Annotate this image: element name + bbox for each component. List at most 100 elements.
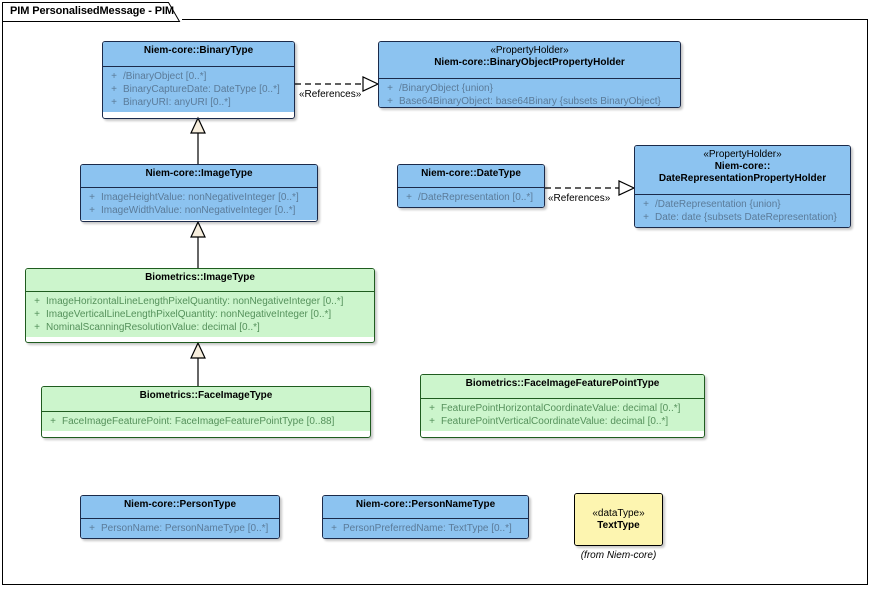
attribute-visibility: + <box>429 416 435 427</box>
class-name-niem-core-binarytype: Niem-core::BinaryType <box>103 42 294 66</box>
attribute-text: /BinaryObject {union} <box>399 83 493 94</box>
attribute-row: + PersonName: PersonNameType [0..*] <box>83 522 277 535</box>
attributes-faceimagefeaturepointtype: + FeaturePointHorizontalCoordinateValue:… <box>421 398 704 431</box>
attributes-daterepresentationpropertyholder: + /DateRepresentation {union} + Date: da… <box>635 194 850 227</box>
class-stereotype: «PropertyHolder» <box>703 149 782 160</box>
class-name-niem-core-datetype: Niem-core::DateType <box>398 165 544 187</box>
attribute-visibility: + <box>643 212 649 223</box>
attribute-row: + /DateRepresentation {union} <box>637 198 848 211</box>
attribute-row: + FeaturePointHorizontalCoordinateValue:… <box>423 402 702 415</box>
attribute-row: + ImageHorizontalLineLengthPixelQuantity… <box>28 295 372 308</box>
attribute-text: ImageHeightValue: nonNegativeInteger [0.… <box>101 192 299 203</box>
class-niem-core-binaryobjectpropertyholder[interactable]: «PropertyHolder» Niem-core::BinaryObject… <box>378 41 681 108</box>
attribute-text: ImageHorizontalLineLengthPixelQuantity: … <box>46 296 344 307</box>
attribute-text: BinaryCaptureDate: DateType [0..*] <box>123 84 280 95</box>
attribute-text: FaceImageFeaturePoint: FaceImageFeatureP… <box>62 416 335 427</box>
class-name-biometrics-imagetype: Biometrics::ImageType <box>26 269 374 291</box>
attribute-text: ImageWidthValue: nonNegativeInteger [0..… <box>101 205 296 216</box>
attribute-text: PersonName: PersonNameType [0..*] <box>101 523 269 534</box>
attribute-visibility: + <box>34 296 40 307</box>
attribute-text: /DateRepresentation {union} <box>655 199 781 210</box>
attribute-visibility: + <box>111 97 117 108</box>
attribute-text: Date: date {subsets DateRepresentation} <box>655 212 837 223</box>
class-niem-core-imagetype[interactable]: Niem-core::ImageType + ImageHeightValue:… <box>80 164 318 222</box>
attribute-row: + BinaryURI: anyURI [0..*] <box>105 96 292 109</box>
attribute-text: FeaturePointVerticalCoordinateValue: dec… <box>441 416 669 427</box>
class-niem-core-datetype[interactable]: Niem-core::DateType + /DateRepresentatio… <box>397 164 545 208</box>
attributes-niem-core-binarytype: + /BinaryObject [0..*] + BinaryCaptureDa… <box>103 66 294 112</box>
class-name-line1: Niem-core:: <box>714 161 771 172</box>
attributes-niem-core-imagetype: + ImageHeightValue: nonNegativeInteger [… <box>81 187 317 220</box>
frame-tab-shape <box>2 2 181 22</box>
attribute-text: ImageVerticalLineLengthPixelQuantity: no… <box>46 309 332 320</box>
diagram-title: PIM PersonalisedMessage - PIM <box>10 5 174 17</box>
attributes-biometrics-imagetype: + ImageHorizontalLineLengthPixelQuantity… <box>26 291 374 337</box>
class-niem-core-binarytype[interactable]: Niem-core::BinaryType + /BinaryObject [0… <box>102 41 295 119</box>
attribute-visibility: + <box>89 523 95 534</box>
class-name-texttype: TextType <box>597 519 640 531</box>
class-name-biometrics-faceimagefeaturepointtype: Biometrics::FaceImageFeaturePointType <box>421 375 704 398</box>
attribute-row: + FeaturePointVerticalCoordinateValue: d… <box>423 415 702 428</box>
attribute-visibility: + <box>111 71 117 82</box>
attribute-text: PersonPreferredName: TextType [0..*] <box>343 523 512 534</box>
attribute-row: + PersonPreferredName: TextType [0..*] <box>325 522 526 535</box>
class-name-block-texttype: «dataType» TextType <box>575 494 662 545</box>
diagram-frame-tab: PIM PersonalisedMessage - PIM <box>2 2 182 22</box>
attribute-row: + ImageVerticalLineLengthPixelQuantity: … <box>28 308 372 321</box>
attribute-visibility: + <box>643 199 649 210</box>
attributes-niem-core-personnametype: + PersonPreferredName: TextType [0..*] <box>323 518 528 538</box>
class-niem-core-personnametype[interactable]: Niem-core::PersonNameType + PersonPrefer… <box>322 495 529 539</box>
class-biometrics-imagetype[interactable]: Biometrics::ImageType + ImageHorizontalL… <box>25 268 375 343</box>
class-name-block-binaryobjectpropertyholder: «PropertyHolder» Niem-core::BinaryObject… <box>379 42 680 78</box>
attribute-visibility: + <box>331 523 337 534</box>
attributes-niem-core-datetype: + /DateRepresentation [0..*] <box>398 187 544 207</box>
attribute-text: /BinaryObject [0..*] <box>123 71 207 82</box>
attributes-binaryobjectpropertyholder: + /BinaryObject {union} + Base64BinaryOb… <box>379 78 680 107</box>
attribute-row: + FaceImageFeaturePoint: FaceImageFeatur… <box>44 415 368 428</box>
class-name-niem-core-personnametype: Niem-core::PersonNameType <box>323 496 528 518</box>
attribute-row: + /BinaryObject {union} <box>381 82 678 95</box>
attribute-text: FeaturePointHorizontalCoordinateValue: d… <box>441 403 681 414</box>
class-biometrics-faceimagetype[interactable]: Biometrics::FaceImageType + FaceImageFea… <box>41 386 371 438</box>
attribute-visibility: + <box>50 416 56 427</box>
attributes-niem-core-persontype: + PersonName: PersonNameType [0..*] <box>81 518 279 538</box>
attribute-text: /DateRepresentation [0..*] <box>418 192 534 203</box>
attribute-text: Base64BinaryObject: base64Binary {subset… <box>399 96 661 107</box>
class-name-niem-core-imagetype: Niem-core::ImageType <box>81 165 317 187</box>
attribute-visibility: + <box>111 84 117 95</box>
attribute-text: NominalScanningResolutionValue: decimal … <box>46 322 260 333</box>
attribute-visibility: + <box>387 83 393 94</box>
attribute-row: + Base64BinaryObject: base64Binary {subs… <box>381 95 678 107</box>
class-niem-core-persontype[interactable]: Niem-core::PersonType + PersonName: Pers… <box>80 495 280 539</box>
attribute-visibility: + <box>429 403 435 414</box>
attribute-row: + Date: date {subsets DateRepresentation… <box>637 211 848 224</box>
attribute-visibility: + <box>34 309 40 320</box>
class-caption-texttype-source: (from Niem-core) <box>580 550 657 561</box>
class-stereotype: «PropertyHolder» <box>490 45 569 56</box>
attribute-text: BinaryURI: anyURI [0..*] <box>123 97 231 108</box>
attribute-visibility: + <box>406 192 412 203</box>
class-texttype-datatype[interactable]: «dataType» TextType <box>574 493 663 546</box>
attribute-row: + ImageWidthValue: nonNegativeInteger [0… <box>83 204 315 217</box>
attribute-row: + BinaryCaptureDate: DateType [0..*] <box>105 83 292 96</box>
attribute-visibility: + <box>89 192 95 203</box>
class-name-block-daterepresentationpropertyholder: «PropertyHolder» Niem-core:: DateReprese… <box>635 146 850 194</box>
class-biometrics-faceimagefeaturepointtype[interactable]: Biometrics::FaceImageFeaturePointType + … <box>420 374 705 438</box>
class-name-biometrics-faceimagetype: Biometrics::FaceImageType <box>42 387 370 411</box>
class-stereotype: «dataType» <box>592 507 645 519</box>
class-name-line2: DateRepresentationPropertyHolder <box>658 173 827 184</box>
class-niem-core-daterepresentationpropertyholder[interactable]: «PropertyHolder» Niem-core:: DateReprese… <box>634 145 851 228</box>
diagram-frame-border <box>2 19 868 585</box>
attribute-visibility: + <box>89 205 95 216</box>
attributes-biometrics-faceimagetype: + FaceImageFeaturePoint: FaceImageFeatur… <box>42 411 370 431</box>
attribute-row: + ImageHeightValue: nonNegativeInteger [… <box>83 191 315 204</box>
attribute-row: + /DateRepresentation [0..*] <box>400 191 542 204</box>
class-name-niem-core-binaryobjectpropertyholder: Niem-core::BinaryObjectPropertyHolder <box>434 57 625 68</box>
attribute-row: + NominalScanningResolutionValue: decima… <box>28 321 372 334</box>
attribute-row: + /BinaryObject [0..*] <box>105 70 292 83</box>
connector-label-references-date: «References» <box>548 193 611 204</box>
attribute-visibility: + <box>387 96 393 107</box>
connector-label-references-binary: «References» <box>299 89 362 100</box>
attribute-visibility: + <box>34 322 40 333</box>
